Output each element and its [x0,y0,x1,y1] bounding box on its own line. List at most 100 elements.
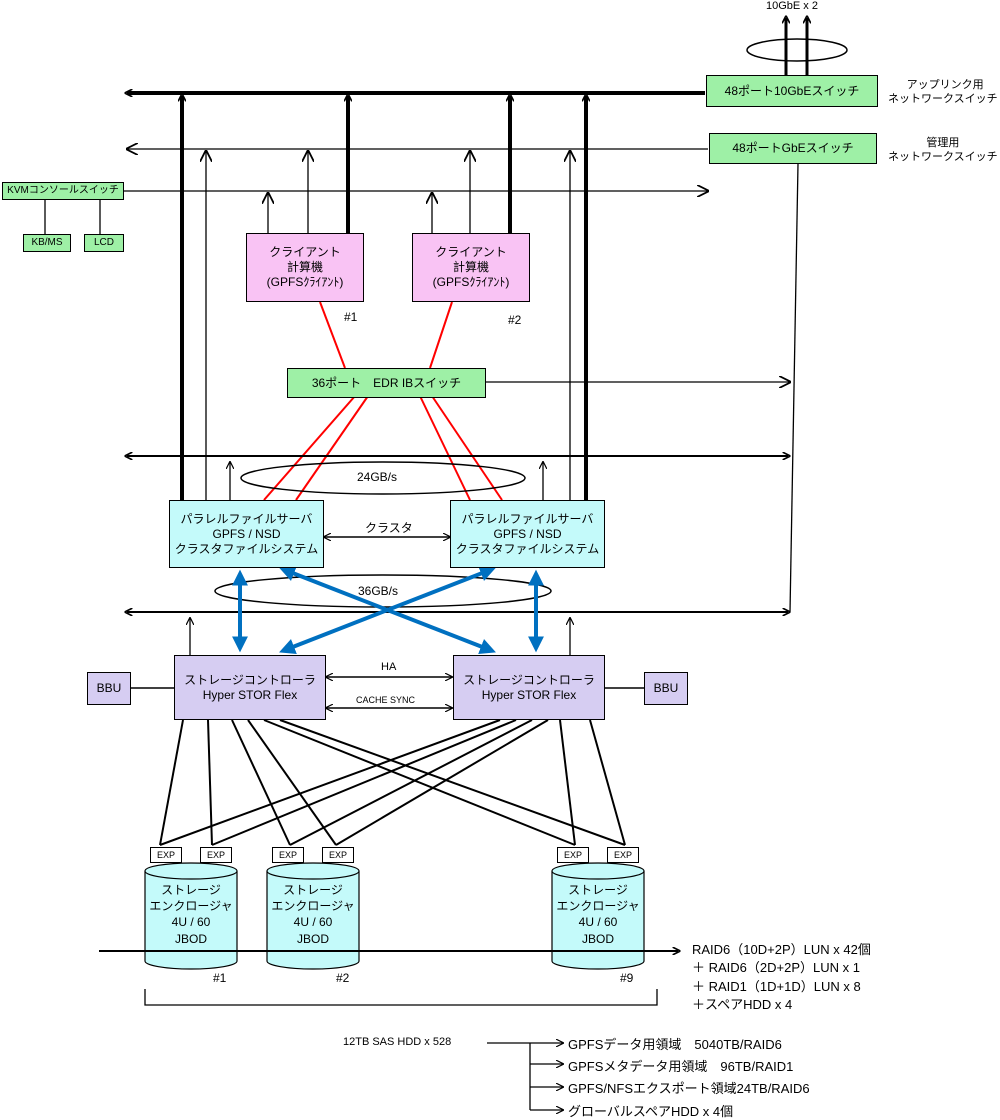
sas-links [232,566,544,654]
jbod-cylinder-9 [551,862,645,970]
uplink-caption: アップリンク用 ネットワークスイッチ [888,78,998,107]
client-2-line2: 計算機 [452,260,489,274]
enclosure-2-number: #2 [336,971,350,985]
uplink-10gbe-arrows [746,18,848,75]
enclosure-9-line4: JBOD [581,931,614,946]
raid-line-3: ＋ RAID1（1D+1D）LUN x 8 [692,978,861,994]
jbod-cylinder-1 [144,862,238,970]
management-switch-label: 48ポートGbEスイッチ [732,141,854,155]
enclosure-1-line1: ストレージ [161,883,221,897]
cluster-label: クラスタ [365,521,413,535]
expander-1b: EXP [200,847,232,863]
bus-24gbs [127,456,788,500]
hdd-total-label: 12TB SAS HDD x 528 [343,1036,452,1048]
client-1-line2: 計算機 [286,260,323,274]
kbms-device: KB/MS [23,234,71,252]
parallel-file-server-1: パラレルファイルサーバ GPFS / NSD クラスタファイルシステム [169,500,324,568]
kvm-console-switch-label: KVMコンソールスイッチ [7,184,119,196]
uplink-switch-label: 48ポート10GbEスイッチ [724,83,860,98]
bandwidth-24-label: 24GB/s [357,470,398,484]
controller-sync-arrows [326,677,452,708]
enclosure-2-line4: JBOD [296,931,329,946]
edr-ib-switch: 36ポート EDR IBスイッチ [287,368,486,398]
controller-2-line2: Hyper STOR Flex [481,687,577,702]
enclosure-1-line4: JBOD [174,931,207,946]
storage-enclosure-2: ストレージ エンクロージャ 4U / 60 JBOD [265,866,361,974]
client-2-line3: (GPFSｸﾗｲｱﾝﾄ) [432,275,510,289]
jbod-cylinder-shapes [144,862,645,970]
enclosure-2-line1: ストレージ [283,883,343,897]
allocation-data-area: GPFSデータ用領域 5040TB/RAID6 [568,1037,782,1052]
client-1-line1: クライアント [269,245,341,259]
gbe-bus [127,149,799,613]
storage-controller-1: ストレージコントローラ Hyper STOR Flex [174,655,326,720]
kvm-console-switch: KVMコンソールスイッチ [2,182,124,200]
enclosure-2-line2: エンクロージャ [271,899,355,914]
bbu-left-label: BBU [96,681,122,695]
raid-line-4: ＋スペアHDD x 4 [692,997,793,1013]
client-2-line1: クライアント [435,245,507,259]
expander-1a: EXP [150,847,182,863]
uplink-caption-line1: アップリンク用 [906,79,984,91]
uplink-caption-line2: ネットワークスイッチ [888,93,998,106]
management-caption: 管理用 ネットワークスイッチ [888,136,998,165]
management-caption-line2: ネットワークスイッチ [888,151,998,164]
storage-enclosure-1: ストレージ エンクロージャ 4U / 60 JBOD [143,866,239,974]
expander-2b: EXP [322,847,354,863]
bandwidth-36-label: 36GB/s [358,584,399,598]
enclosure-9-line2: エンクロージャ [556,899,640,914]
controller-1-line2: Hyper STOR Flex [202,687,298,702]
expander-9a: EXP [557,847,589,863]
expander-2a: EXP [272,847,304,863]
jbod-bracket [144,989,658,1006]
server-1-line2: GPFS / NSD [212,526,281,541]
client-computer-2: クライアント 計算機 (GPFSｸﾗｲｱﾝﾄ) [412,233,530,302]
enclosure-1-line3: 4U / 60 [171,915,211,930]
storage-controller-2: ストレージコントローラ Hyper STOR Flex [453,655,605,720]
server-2-line1: パラレルファイルサーバ [461,511,594,526]
ha-label: HA [381,661,397,673]
allocation-export-area: GPFS/NFSエクスポート領域24TB/RAID6 [568,1081,810,1096]
allocation-tree [487,1043,563,1110]
enclosure-2-line3: 4U / 60 [293,915,333,930]
client-1-line3: (GPFSｸﾗｲｱﾝﾄ) [266,275,344,289]
raid-configuration: RAID6（10D+2P）LUN x 42個 ＋ RAID6（2D+2P）LUN… [692,941,871,1015]
raid-line-2: ＋ RAID6（2D+2P）LUN x 1 [692,960,860,976]
bus-36gbs [127,574,788,655]
enclosure-9-line1: ストレージ [568,883,628,897]
ib-links [263,301,503,501]
server-2-line3: クラスタファイルシステム [455,541,600,556]
client-2-number: #2 [508,313,522,327]
enclosure-9-line3: 4U / 60 [578,915,618,930]
management-switch: 48ポートGbEスイッチ [709,133,877,164]
controller-1-line1: ストレージコントローラ [184,672,316,687]
controller-2-line1: ストレージコントローラ [463,672,595,687]
lcd-device: LCD [84,234,124,252]
kbms-label: KB/MS [31,236,63,248]
parallel-file-server-2: パラレルファイルサーバ GPFS / NSD クラスタファイルシステム [450,500,605,568]
enclosure-1-line2: エンクロージャ [149,899,233,914]
enclosure-9-number: #9 [620,971,634,985]
server-1-line1: パラレルファイルサーバ [180,511,313,526]
lcd-label: LCD [93,236,114,248]
management-caption-line1: 管理用 [926,137,960,149]
allocation-global-spare: グローバルスペアHDD x 4個 [568,1104,734,1119]
jbod-cylinder-2 [266,862,360,970]
client-computer-1: クライアント 計算機 (GPFSｸﾗｲｱﾝﾄ) [246,233,364,302]
enclosure-1-number: #1 [213,971,227,985]
bbu-left: BBU [87,672,131,705]
bbu-right-label: BBU [653,681,679,695]
uplink-switch: 48ポート10GbEスイッチ [706,75,878,107]
uplink-10gbe-label: 10GbE x 2 [766,0,818,12]
server-1-line3: クラスタファイルシステム [174,541,319,556]
controller-expander-links [159,719,626,846]
server-2-line2: GPFS / NSD [493,526,562,541]
expander-9b: EXP [607,847,639,863]
client-1-number: #1 [344,310,358,324]
bbu-right: BBU [644,672,688,705]
raid-line-1: RAID6（10D+2P）LUN x 42個 [692,942,871,957]
kvm-bus [44,191,708,234]
cache-sync-label: CACHE SYNC [356,695,416,705]
